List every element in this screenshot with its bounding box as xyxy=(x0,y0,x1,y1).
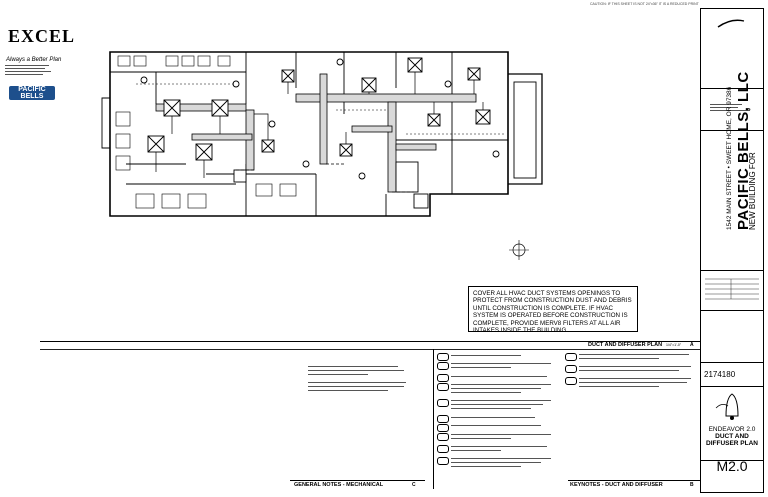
sheet-subtitle: ENDEAVOR 2.0 xyxy=(708,426,756,433)
sheet-title-line2: DIFFUSER PLAN xyxy=(706,440,758,447)
notes-column-divider xyxy=(433,349,434,489)
north-arrow-icon xyxy=(509,240,529,260)
title-block xyxy=(700,8,764,493)
bell-logo-icon xyxy=(715,393,739,420)
project-number: 2174180 xyxy=(704,370,736,379)
general-notes-id: C xyxy=(412,482,416,488)
plan-id: A xyxy=(690,342,694,348)
plan-scale: 1/4"=1'-0" xyxy=(666,343,682,347)
project-name: PACIFIC BELLS, LLC xyxy=(735,71,752,230)
sheet-number: M2.0 xyxy=(716,458,748,474)
sheet-divider-line xyxy=(40,341,700,342)
plan-title: DUCT AND DIFFUSER PLAN xyxy=(588,342,663,348)
keynotes-rule xyxy=(568,480,700,481)
keynotes-body xyxy=(437,353,697,478)
general-notes-title: GENERAL NOTES - MECHANICAL xyxy=(294,482,384,488)
firm-tagline: Always a Better Plan xyxy=(6,57,62,63)
construction-cover-note: COVER ALL HVAC DUCT SYSTEMS OPENINGS TO … xyxy=(468,286,638,334)
firm-logo-swoosh-icon xyxy=(717,19,745,28)
project-address: 1542 MAIN STREET • SWEET HOME, OR 97386 xyxy=(726,86,733,230)
keynotes-title: KEYNOTES - DUCT AND DIFFUSER xyxy=(570,482,663,488)
firm-logo: EXCEL xyxy=(8,26,76,46)
client-logo-line2: BELLS xyxy=(20,93,44,100)
client-logo: PACIFIC BELLS xyxy=(9,86,55,100)
general-notes-rule xyxy=(290,480,425,481)
sheet-title-line1: DUCT AND xyxy=(715,433,749,440)
reduced-print-caution: CAUTION: IF THIS SHEET IS NOT 24"x36" IT… xyxy=(590,2,699,6)
keynotes-id: B xyxy=(690,482,694,488)
sheet-title-block: ENDEAVOR 2.0 DUCT AND DIFFUSER PLAN xyxy=(700,426,764,447)
client-logo-line1: PACIFIC xyxy=(18,86,46,93)
duct-plan-drawing xyxy=(101,51,543,217)
plan-title-rule xyxy=(40,349,700,350)
